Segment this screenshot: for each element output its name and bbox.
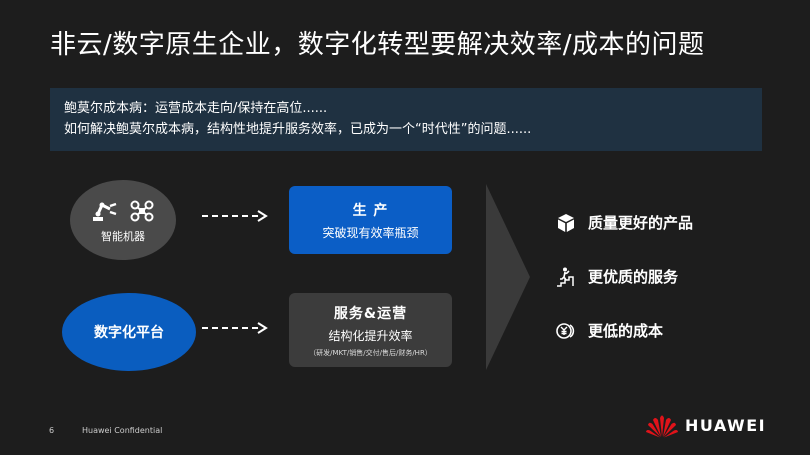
result-quality-products: 质量更好的产品 <box>556 212 693 233</box>
intro-line-1: 鲍莫尔成本病：运营成本走向/保持在高位...... <box>64 101 328 116</box>
digital-platform-label: 数字化平台 <box>94 325 164 341</box>
cube-icon <box>556 213 576 233</box>
drone-icon <box>130 200 154 222</box>
services-subtitle: 结构化提升效率 <box>328 328 413 343</box>
services-card: 服务&运营 结构化提升效率 （研发/MKT/销售/交付/售后/财务/HR） <box>289 293 452 367</box>
result-label: 更低的成本 <box>588 322 664 340</box>
production-card: 生 产 突破现有效率瓶颈 <box>289 186 452 254</box>
result-better-service: 更优质的服务 <box>556 266 678 287</box>
stairs-climber-icon <box>556 267 576 287</box>
services-note: （研发/MKT/销售/交付/售后/财务/HR） <box>309 348 432 357</box>
dashed-arrow-icon <box>202 322 268 334</box>
production-title: 生 产 <box>352 202 389 219</box>
smart-machines-label: 智能机器 <box>101 230 145 243</box>
digital-platform-circle: 数字化平台 <box>62 293 196 371</box>
slide-title: 非云/数字原生企业，数字化转型要解决效率/成本的问题 <box>50 30 705 60</box>
result-label: 质量更好的产品 <box>588 214 694 232</box>
production-subtitle: 突破现有效率瓶颈 <box>322 225 419 240</box>
huawei-logo: HUAWEI <box>645 412 766 438</box>
dashed-arrow-icon <box>202 210 268 222</box>
intro-line-2: 如何解决鲍莫尔成本病，结构性地提升服务效率，已成为一个“时代性”的问题.....… <box>64 122 532 137</box>
result-label: 更优质的服务 <box>588 268 679 286</box>
chevron-right-icon <box>486 184 530 370</box>
page-number: 6 <box>49 426 55 435</box>
huawei-brand-text: HUAWEI <box>685 415 767 435</box>
smart-machines-circle: 智能机器 <box>70 180 176 260</box>
cost-coin-icon <box>556 321 576 341</box>
intro-box: 鲍莫尔成本病：运营成本走向/保持在高位...... 如何解决鲍莫尔成本病，结构性… <box>50 88 762 151</box>
huawei-flower-icon <box>646 415 678 438</box>
robot-arm-icon <box>93 202 117 221</box>
result-lower-cost: 更低的成本 <box>556 320 663 341</box>
services-title: 服务&运营 <box>333 305 408 322</box>
confidentiality-label: Huawei Confidential <box>82 426 163 435</box>
